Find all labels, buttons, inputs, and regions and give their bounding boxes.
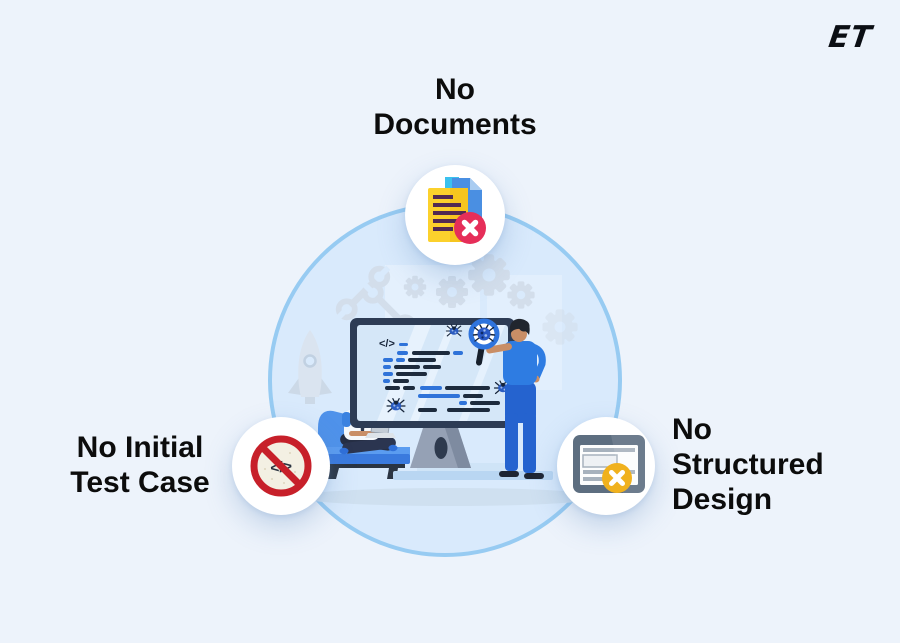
- code-lines: </>: [379, 338, 500, 412]
- no-structured-design-badge: [557, 417, 655, 515]
- no-structured-design-label: No Structured Design: [672, 413, 824, 516]
- code-symbol: </>: [379, 338, 395, 350]
- browser-wireframe-icon: [573, 435, 645, 493]
- brand-logo: ET: [826, 20, 875, 55]
- monitor-stand: [393, 428, 553, 480]
- no-test-case-badge: </>: [232, 417, 330, 515]
- document-icon: [428, 177, 486, 244]
- ground-shadow: [298, 488, 602, 506]
- no-initial-test-case-label: No Initial Test Case: [70, 431, 210, 499]
- warning-cross-icon: [602, 463, 632, 493]
- standing-developer: [486, 318, 546, 479]
- no-documents-label: No Documents: [373, 73, 537, 141]
- central-illustration: </>: [288, 254, 602, 506]
- no-documents-badge: [405, 165, 505, 265]
- prohibition-icon: </>: [250, 435, 312, 497]
- error-cross-icon: [454, 212, 486, 244]
- magnifier-icon: [468, 318, 500, 366]
- rocket-icon: [288, 330, 332, 404]
- magnified-bug-icon: [472, 324, 496, 342]
